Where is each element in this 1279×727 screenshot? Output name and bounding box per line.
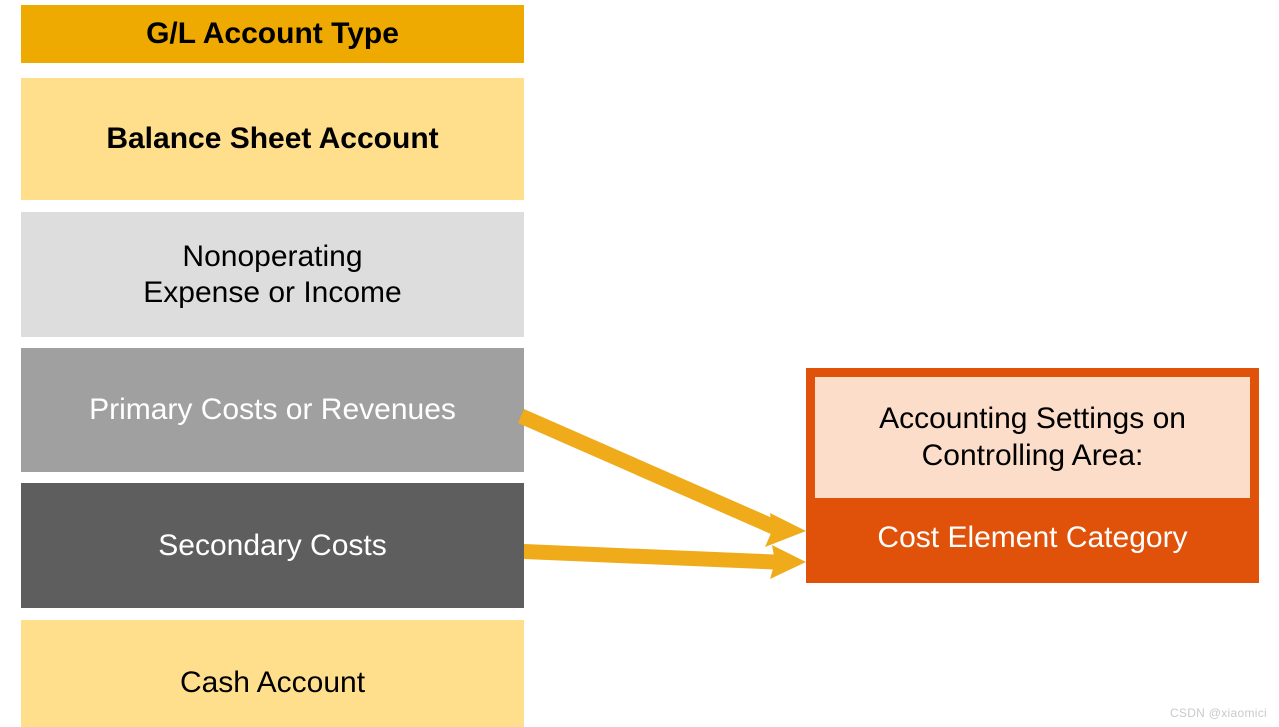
box-nonoperating-expense-or-income: Nonoperating Expense or Income [21, 212, 524, 337]
box-cash-account: Cash Account [21, 620, 524, 727]
box-balance-sheet-account-label: Balance Sheet Account [106, 122, 439, 156]
cost-element-category-value: Cost Element Category [811, 498, 1254, 578]
box-secondary-costs: Secondary Costs [21, 483, 524, 608]
arrow-primary-costs-to-cost-element-category [518, 409, 806, 547]
box-primary-costs-or-revenues-label: Primary Costs or Revenues [89, 393, 456, 427]
accounting-settings-heading-label: Accounting Settings on Controlling Area: [879, 401, 1186, 472]
csdn-watermark: CSDN @xiaomici [1169, 706, 1267, 720]
gl-account-type-header-label: G/L Account Type [146, 17, 399, 51]
accounting-settings-panel: Accounting Settings on Controlling Area:… [806, 368, 1259, 583]
gl-account-type-header: G/L Account Type [21, 5, 524, 63]
box-cash-account-label: Cash Account [179, 665, 366, 699]
box-primary-costs-or-revenues: Primary Costs or Revenues [21, 348, 524, 472]
box-secondary-costs-label: Secondary Costs [158, 528, 387, 562]
arrow-secondary-costs-to-cost-element-category [524, 544, 806, 579]
cost-element-category-label: Cost Element Category [877, 521, 1188, 554]
accounting-settings-heading: Accounting Settings on Controlling Area: [815, 377, 1250, 498]
box-balance-sheet-account: Balance Sheet Account [21, 78, 524, 200]
box-nonoperating-expense-or-income-label: Nonoperating Expense or Income [143, 240, 402, 309]
